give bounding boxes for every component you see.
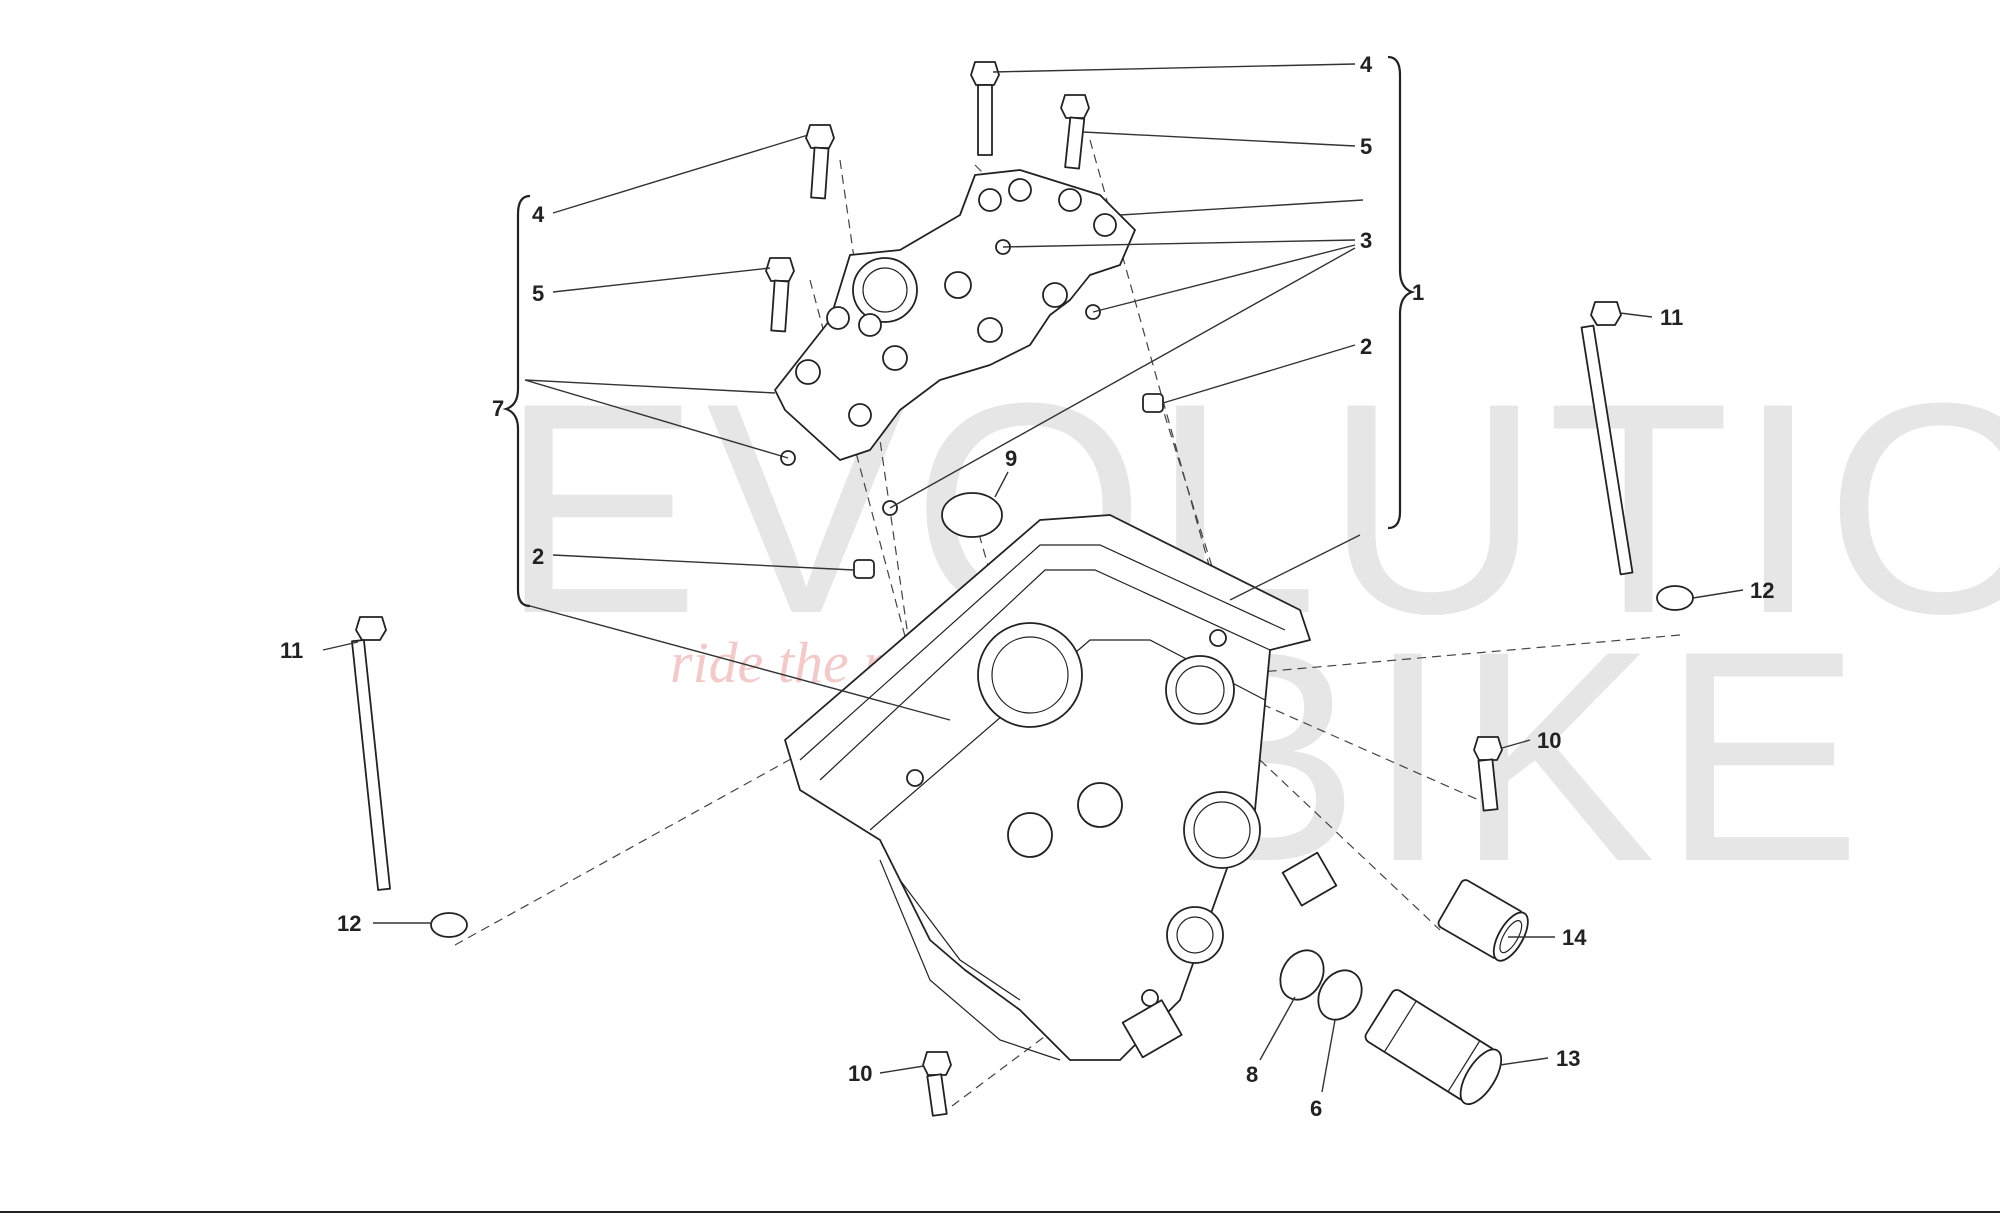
callout-5-right: 5 <box>1360 134 1372 159</box>
callout-14: 14 <box>1562 925 1587 950</box>
bolt-10-left <box>922 1051 952 1117</box>
stud-11-right <box>1580 301 1634 576</box>
leader-lines <box>322 63 1744 1093</box>
bracket-7 <box>502 194 531 608</box>
callout-2-upper: 2 <box>1360 334 1372 359</box>
brackets <box>502 55 1416 608</box>
bolt-5-right <box>1060 94 1090 170</box>
callout-11-right: 11 <box>1660 305 1683 330</box>
stud-11-left <box>351 616 391 891</box>
dowel-pin-upper <box>1142 393 1164 413</box>
o-ring-6 <box>1317 969 1363 1021</box>
callout-11-left: 11 <box>280 638 303 663</box>
bolts-top <box>765 61 1090 333</box>
small-parts <box>780 239 1164 579</box>
o-ring-9 <box>941 492 1003 538</box>
callout-4-left: 4 <box>532 202 545 227</box>
callout-7: 7 <box>492 396 504 421</box>
callout-5-left: 5 <box>532 281 544 306</box>
bolts-10 <box>922 736 1503 1117</box>
callout-labels: 4 5 3 1 2 4 5 7 9 2 11 11 12 12 10 10 14… <box>280 52 1774 1121</box>
bolt-4-right <box>970 61 1000 156</box>
callout-8: 8 <box>1246 1062 1258 1087</box>
callout-10-right: 10 <box>1537 728 1561 753</box>
callout-6: 6 <box>1310 1096 1322 1121</box>
bolt-4-left <box>805 124 835 200</box>
studs <box>351 301 1694 938</box>
dowel-pin-lower <box>853 559 875 579</box>
sleeve-13 <box>1364 989 1503 1106</box>
bracket-1 <box>1387 55 1416 530</box>
camshaft-carrier <box>774 169 1136 461</box>
callout-4-right: 4 <box>1360 52 1373 77</box>
shaft-parts <box>1279 879 1529 1106</box>
cylinder-head <box>784 514 1338 1061</box>
bolt-5-left <box>765 257 795 333</box>
callout-1: 1 <box>1412 280 1424 305</box>
callout-13: 13 <box>1556 1046 1580 1071</box>
callout-12-right: 12 <box>1750 578 1774 603</box>
washer-12-left <box>430 912 468 938</box>
callout-10-left: 10 <box>848 1061 872 1086</box>
callout-2-lower: 2 <box>532 544 544 569</box>
callout-9: 9 <box>1005 446 1017 471</box>
washer-12-right <box>1656 585 1694 611</box>
o-ring-8 <box>1279 949 1325 1001</box>
callout-12-left: 12 <box>337 911 361 936</box>
callout-3: 3 <box>1360 228 1372 253</box>
bolt-10-right <box>1473 736 1503 812</box>
